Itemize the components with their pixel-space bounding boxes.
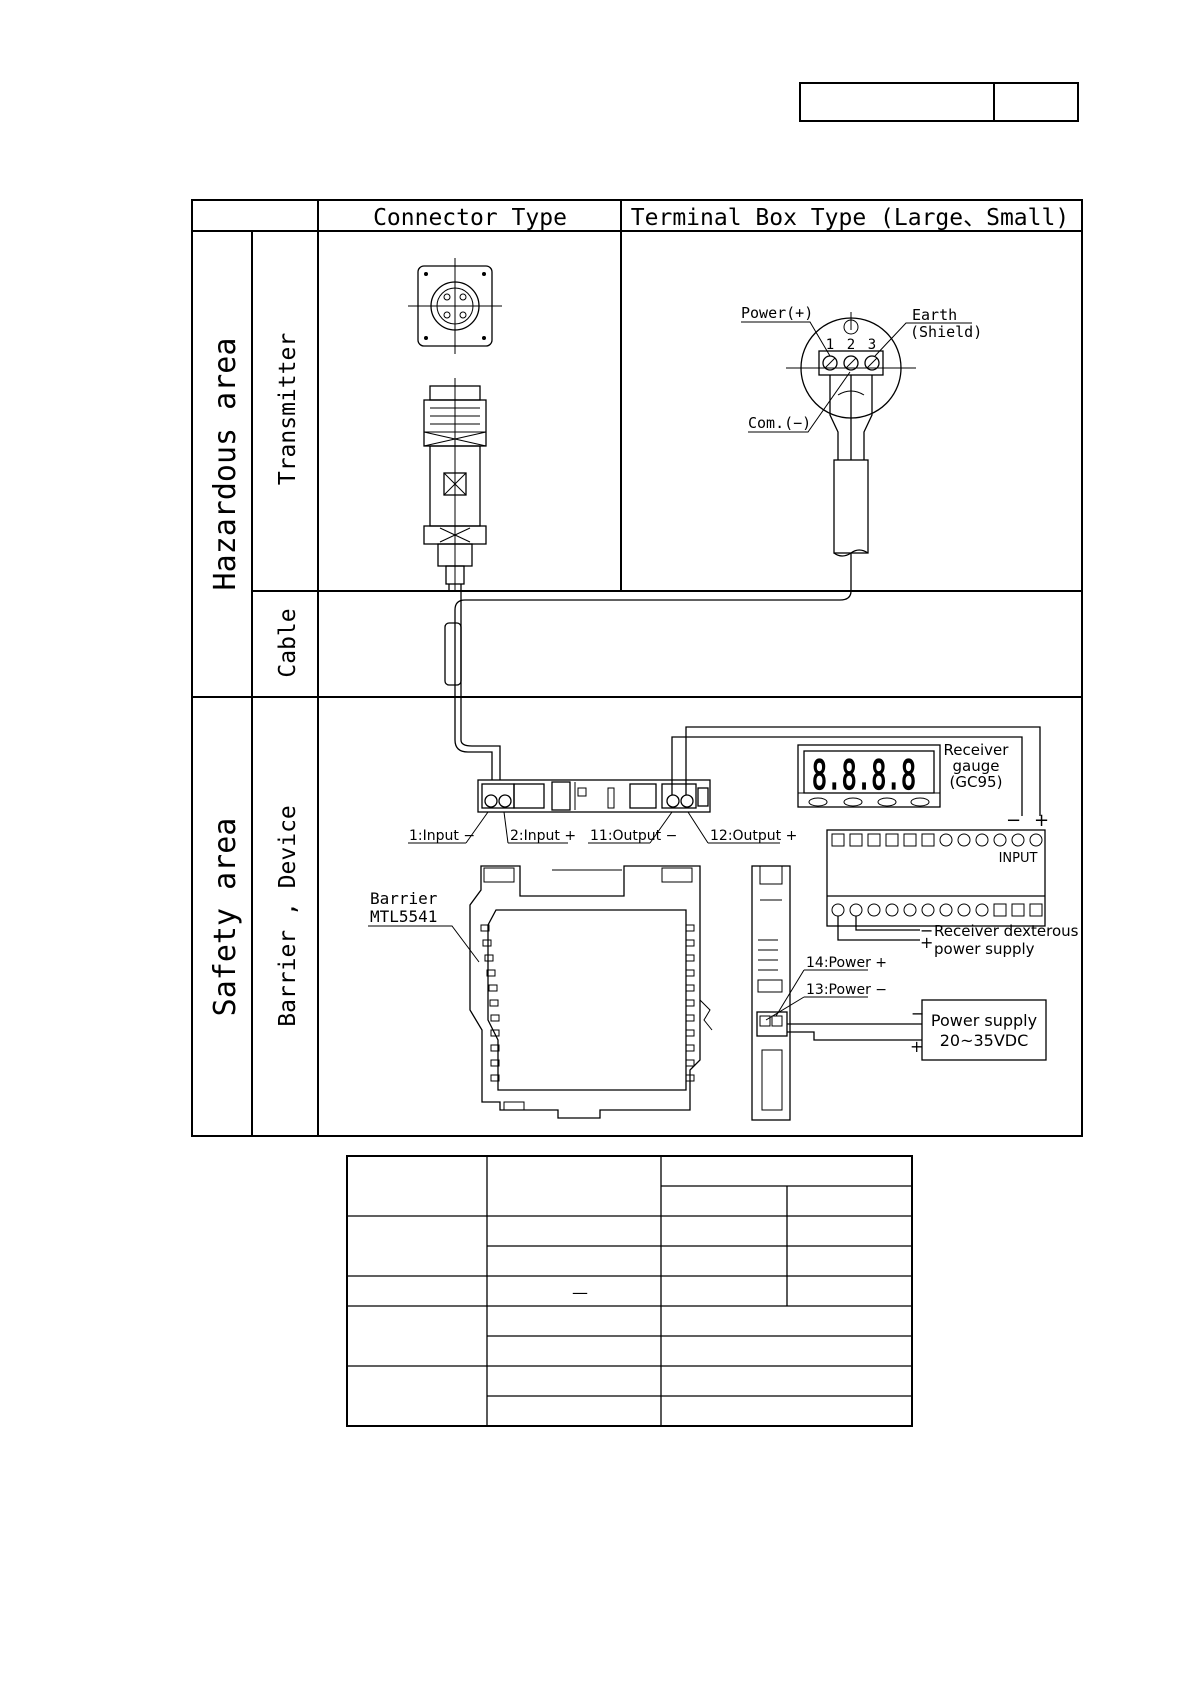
power-supply-box <box>921 999 1047 1061</box>
terminal-number-1: 1 <box>826 337 834 353</box>
barrier-module-front <box>469 865 713 1119</box>
column-header-connector: Connector Type <box>373 205 567 231</box>
barrier-terminal-13-power-neg: 13:Power − <box>806 982 887 998</box>
receiver-power-label-line2: power supply <box>934 940 1035 958</box>
output-wiring <box>671 726 1041 816</box>
power-supply-plus: + <box>910 1037 923 1056</box>
label-earth: Earth <box>912 306 957 324</box>
receiver-input-minus: − <box>1006 810 1021 831</box>
header-box <box>799 82 1079 122</box>
column-header-terminal-box: Terminal Box Type (Large、Small) <box>631 205 1069 231</box>
barrier-terminal-12-output-pos: 12:Output + <box>710 828 797 844</box>
bottom-table <box>346 1155 913 1427</box>
terminal-number-2: 2 <box>847 337 855 353</box>
barrier-terminal-2-input-pos: 2:Input + <box>510 828 576 844</box>
receiver-label-line1: Receiver <box>944 741 1010 759</box>
receiver-gauge <box>797 744 941 808</box>
receiver-terminal-block <box>826 829 1046 941</box>
main-grid <box>191 199 1083 1137</box>
row-label-barrier-device: Barrier , Device <box>275 805 301 1027</box>
receiver-input-plus: + <box>1034 810 1049 831</box>
terminal-box-icon <box>786 312 916 591</box>
area-label-hazardous: Hazardous area <box>208 338 243 591</box>
barrier-front-pins-left <box>480 924 500 1082</box>
receiver-display-digits: 8.8.8.8 <box>812 753 916 799</box>
barrier-label-line2: MTL5541 <box>370 907 437 926</box>
barrier-terminal-14-power-pos: 14:Power + <box>806 955 887 971</box>
header-box-divider <box>993 84 995 120</box>
barrier-module-side <box>751 865 791 1121</box>
power-supply-label-line2: 20~35VDC <box>940 1031 1029 1050</box>
receiver-power-label-line1: Receiver dexterous <box>934 922 1079 940</box>
receiver-label-line3: (GC95) <box>950 773 1003 791</box>
barrier-front-pins-right <box>685 924 695 1082</box>
barrier-terminal-1-input-neg: 1:Input − <box>409 828 475 844</box>
receiver-power-plus: + <box>920 933 933 952</box>
receiver-top-terminals <box>831 833 1043 847</box>
connector-plug-icon <box>423 378 487 590</box>
receiver-power-minus: − <box>920 921 933 940</box>
bottom-table-dash: — <box>572 1283 588 1302</box>
barrier-terminal-11-output-neg: 11:Output − <box>590 828 677 844</box>
receiver-label-line2: gauge <box>953 757 1000 775</box>
barrier-module-top <box>477 779 711 813</box>
area-label-safety: Safety area <box>208 818 243 1017</box>
terminal-number-3: 3 <box>868 337 876 353</box>
label-shield: (Shield) <box>910 323 982 341</box>
row-label-transmitter: Transmitter <box>275 333 301 485</box>
power-supply-wiring <box>787 1023 922 1041</box>
label-com-minus: Com.(−) <box>748 414 811 432</box>
label-power-plus: Power(+) <box>741 304 813 322</box>
row-label-cable: Cable <box>275 608 301 677</box>
cable-run <box>444 590 852 780</box>
receiver-bottom-terminals <box>831 903 1043 917</box>
power-supply-minus: − <box>911 1004 924 1023</box>
barrier-label-line1: Barrier <box>370 889 438 908</box>
receiver-input-label: INPUT <box>999 851 1038 866</box>
connector-flange-icon <box>408 258 502 354</box>
power-supply-label-line1: Power supply <box>931 1011 1037 1030</box>
